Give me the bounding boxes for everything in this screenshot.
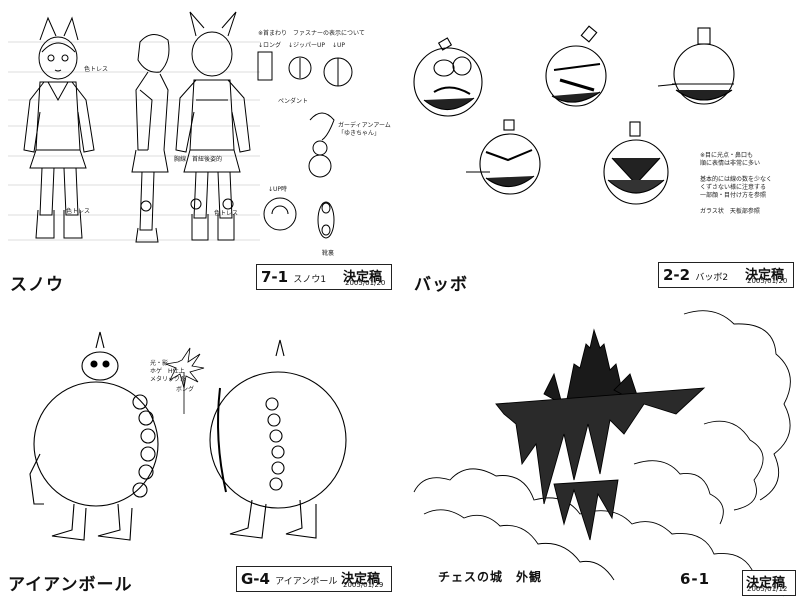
iron-ball-arm (132, 394, 156, 498)
cut-code: 2-2 バッボ2 (663, 266, 729, 284)
note-color-1: 色トレス (66, 208, 91, 215)
status-label: 決定稿 (745, 268, 785, 283)
sheet-title: アイアンボール (8, 575, 133, 595)
pendant-snowman-sketch (308, 112, 335, 178)
note-long: ↓ロング (258, 42, 282, 49)
babbo-face-4 (603, 121, 669, 205)
note-bong: ボング (176, 386, 195, 393)
note-zip-up-1: ↓ジッパーUP (288, 42, 326, 49)
bong-spark (164, 347, 205, 414)
babbo-expression-drawing (413, 25, 735, 205)
cut-code: G-4 アイアンボール (241, 570, 338, 588)
note-dress: 色トレス (84, 66, 109, 73)
iron-ball-back-arm (265, 397, 285, 491)
snow-front-view (23, 16, 95, 239)
status-label: 決定稿 (341, 572, 381, 587)
sheet-chess-castle: チェスの城 外観 6-1 決定稿 2005/01/12 (404, 304, 800, 600)
note-metal-finish: 光・影 ホゲ H仕上 メタリック系 (150, 360, 187, 383)
cut-code: 6-1 (680, 570, 711, 588)
zipper-detail-sketches (257, 51, 353, 87)
approval-stamp: 決定稿 2005/01/12 (742, 570, 796, 596)
up-detail-sketch (263, 197, 297, 231)
note-back: 胸線 首紐後姿的 (174, 156, 223, 163)
babbo-side (657, 27, 735, 105)
status-label: 決定稿 (343, 270, 383, 285)
approval-stamp: 7-1 スノウ1 決定稿 2005/01/20 (256, 264, 392, 290)
iron-ball-back (209, 339, 347, 539)
snow-turnaround-drawing (8, 11, 353, 243)
floating-island (495, 387, 706, 541)
approval-date: 2005/01/29 (343, 581, 384, 589)
note-lup: ↓UP時 (268, 186, 288, 193)
sheet-snow: ※首まわり ファスナーの表示について ↓ロング ↓ジッパーUP ↓UP 色トレス… (0, 0, 396, 296)
sheet-babbo: ※目に光点・鼻口も 順に表情は非常に多い 基本的には線の数を少なく くずさない様… (404, 0, 800, 296)
iron-ball-front (29, 331, 159, 541)
shoe-sole-sketch (317, 201, 335, 239)
floating-castle-drawing (413, 310, 791, 597)
approval-stamp: G-4 アイアンボール 決定稿 2005/01/29 (236, 566, 392, 592)
note-shoe: 靴裏 (322, 250, 335, 257)
note-zip-up-2: ↓UP (332, 42, 346, 49)
note-ribbon-top: ※首まわり ファスナーの表示について (258, 30, 365, 37)
babbo-face-3 (466, 119, 541, 195)
approval-date: 2005/01/20 (747, 277, 788, 285)
sheet-iron-ball: 光・影 ホゲ H仕上 メタリック系 ボング アイアンボール G-4 アイアンボー… (0, 304, 396, 600)
babbo-face-2 (545, 25, 607, 107)
note-expressions: ※目に光点・鼻口も 順に表情は非常に多い 基本的には線の数を少なく くずさない様… (700, 152, 773, 215)
note-guardian: ガーディアンアーム 「ゆきちゃん」 (338, 122, 391, 137)
sheet-title: チェスの城 外観 (438, 570, 543, 584)
snow-side-view (131, 34, 170, 243)
status-label: 決定稿 (746, 576, 786, 591)
note-color-2: 色トレス (214, 210, 239, 217)
note-pendant: ペンダント (278, 98, 309, 105)
approval-date: 2005/01/12 (747, 585, 788, 593)
sheet-title: スノウ (10, 275, 64, 295)
approval-date: 2005/01/20 (345, 279, 386, 287)
cut-code: 7-1 スノウ1 (261, 268, 327, 286)
iron-ball-drawing (29, 331, 347, 541)
snow-back-view (175, 11, 251, 241)
approval-stamp: 2-2 バッボ2 決定稿 2005/01/20 (658, 262, 794, 288)
babbo-face-1 (413, 37, 483, 117)
sheet-title: バッボ (414, 275, 468, 295)
